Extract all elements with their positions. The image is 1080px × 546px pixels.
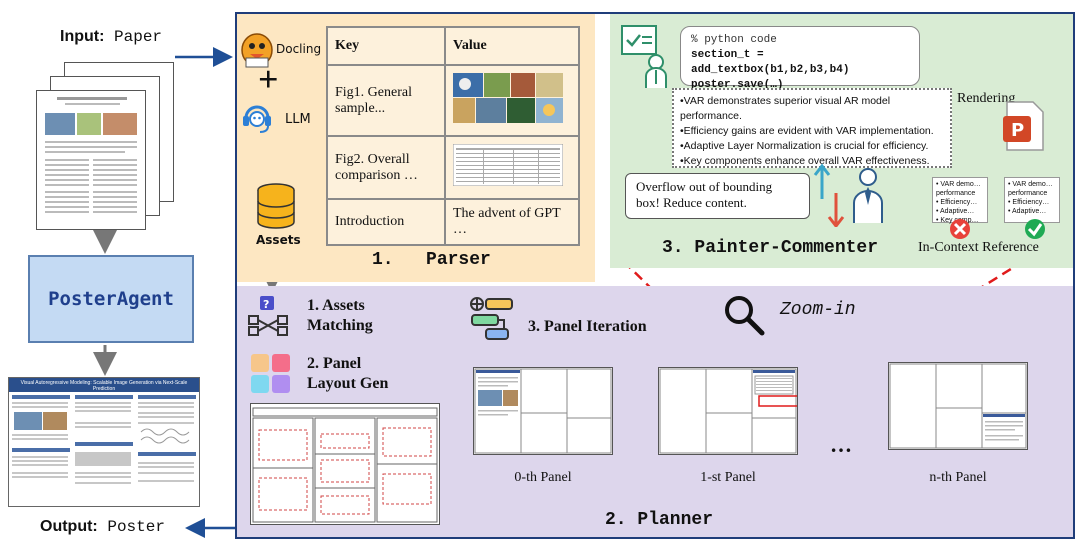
panel-label-1: 1-st Panel [700,470,756,485]
commenter-feedback-bubble: Overflow out of bounding box! Reduce con… [625,173,810,219]
card-line: • Efficiency… [1008,199,1050,206]
table-row: Fig1. General sample... [326,63,580,138]
card-line: performance [936,190,976,197]
output-poster-thumbnail: Visual Autoregressive Modeling: Scalable… [8,377,200,507]
code-line-add-textbox: section_t = add_textbox(b1,b2,b3,b4) [691,49,850,76]
rendering-label: Rendering [957,91,1016,106]
planner-title: 2. Planner [605,510,714,530]
paper-sheet-front [36,90,146,230]
reference-card-bad: • VAR demo… performance • Efficiency… • … [932,177,988,224]
card-line: • VAR demo… [936,181,981,188]
layout-wireframe [250,403,440,525]
python-code-box: % python code section_t = add_textbox(b1… [680,26,920,91]
panel-preview-0 [473,367,613,455]
assets-matching-label: 1. Assets Matching [307,296,373,336]
table-header-row: Key Value [326,26,580,66]
panel-preview-1 [658,367,802,455]
plus-symbol: + [258,59,279,99]
bullet-item: •Efficiency gains are evident with VAR i… [680,125,934,137]
panel-iteration-icon [470,297,513,340]
table-cell-key: Introduction [326,197,446,247]
table-cell-value: The advent of GPT … [444,197,580,247]
reject-cross-icon [950,219,970,239]
layout-gen-line: 2. Panel [307,355,362,372]
bullet-item: •Key components enhance overall VAR effe… [680,155,930,167]
input-label: Input: Paper [60,28,162,46]
parser-title-text: Parser [426,250,491,270]
assets-label: Assets [256,233,301,247]
panel-layout-gen-label: 2. Panel Layout Gen [307,354,388,394]
pipeline-frame [235,12,1075,539]
output-label: Output: Poster [40,518,165,536]
painter-commenter-title: 3. Painter-Commenter [662,238,879,258]
sample-images-thumbnail-icon [453,73,563,124]
table-cell-value-image [444,135,580,200]
card-line: • Adaptive… [1008,208,1047,215]
bullet-item: •VAR demonstrates superior visual AR mod… [680,95,891,122]
assets-database-icon [257,183,295,229]
panel-preview-1-drawing [659,368,802,454]
output-label-bold: Output: [40,518,98,535]
output-poster-body-icon [12,395,196,484]
comparison-table-thumbnail-icon [452,143,564,187]
commenter-agent-icon [813,163,883,227]
layout-wireframe-drawing [252,407,438,523]
generated-bullets-box: •VAR demonstrates superior visual AR mod… [672,88,952,168]
layout-blocks-icon [251,354,290,393]
svg-text:P: P [1011,120,1024,141]
docling-label: Docling [276,42,322,56]
table-row: Fig2. Overall comparison … [326,135,580,200]
layout-gen-line: Layout Gen [307,375,389,392]
asset-key-value-table: Key Value Fig1. General sample... Fig2. … [326,26,580,247]
panel-iteration-label: 3. Panel Iteration [528,318,647,335]
parser-title-number: 1. [372,250,394,270]
input-label-rest: Paper [104,28,163,46]
card-line: • Efficiency… [936,199,978,206]
code-line-comment: % python code [691,34,777,46]
accept-check-icon [1025,219,1045,239]
poster-agent-box: PosterAgent [28,255,194,343]
panel-preview-n [888,362,1028,450]
table-cell-value-image [444,63,580,138]
output-label-rest: Poster [97,518,165,536]
paper-thumbnail-icon [45,97,137,213]
in-context-reference-label: In-Context Reference [918,240,1039,255]
poster-agent-label: PosterAgent [48,288,174,310]
card-line: • Adaptive… [936,208,975,215]
table-key-header: Key [326,26,446,66]
llm-headset-icon [243,105,271,133]
card-line: • VAR demo… [1008,181,1053,188]
svg-text:?: ? [263,298,269,311]
panel-preview-0-drawing [474,368,612,454]
output-poster-title: Visual Autoregressive Modeling: Scalable… [9,378,199,392]
bullet-item: •Adaptive Layer Normalization is crucial… [680,140,929,152]
llm-label: LLM [285,112,311,127]
table-cell-key: Fig1. General sample... [326,63,446,138]
table-row: Introduction The advent of GPT … [326,197,580,247]
input-label-bold: Input: [60,28,105,45]
parser-title: 1. Parser [372,250,491,270]
panel-label-n: n-th Panel [929,470,987,485]
panel-label-0: 0-th Panel [514,470,572,485]
assets-matching-line: Matching [307,317,373,334]
card-line: performance [1008,190,1048,197]
zoom-in-label: Zoom-in [780,300,856,320]
reference-card-good: • VAR demo… performance • Efficiency… • … [1004,177,1060,223]
docling-duck-icon [241,33,273,68]
assets-matching-line: 1. Assets [307,297,365,314]
magnifier-zoom-icon [725,296,765,336]
assets-matching-icon: ? [248,296,288,336]
powerpoint-file-icon: P [1003,101,1044,151]
table-cell-key: Fig2. Overall comparison … [326,135,446,200]
painter-agent-icon [621,25,667,88]
ellipsis: … [830,432,852,457]
table-value-header: Value [444,26,580,66]
panel-preview-n-drawing [889,363,1027,449]
